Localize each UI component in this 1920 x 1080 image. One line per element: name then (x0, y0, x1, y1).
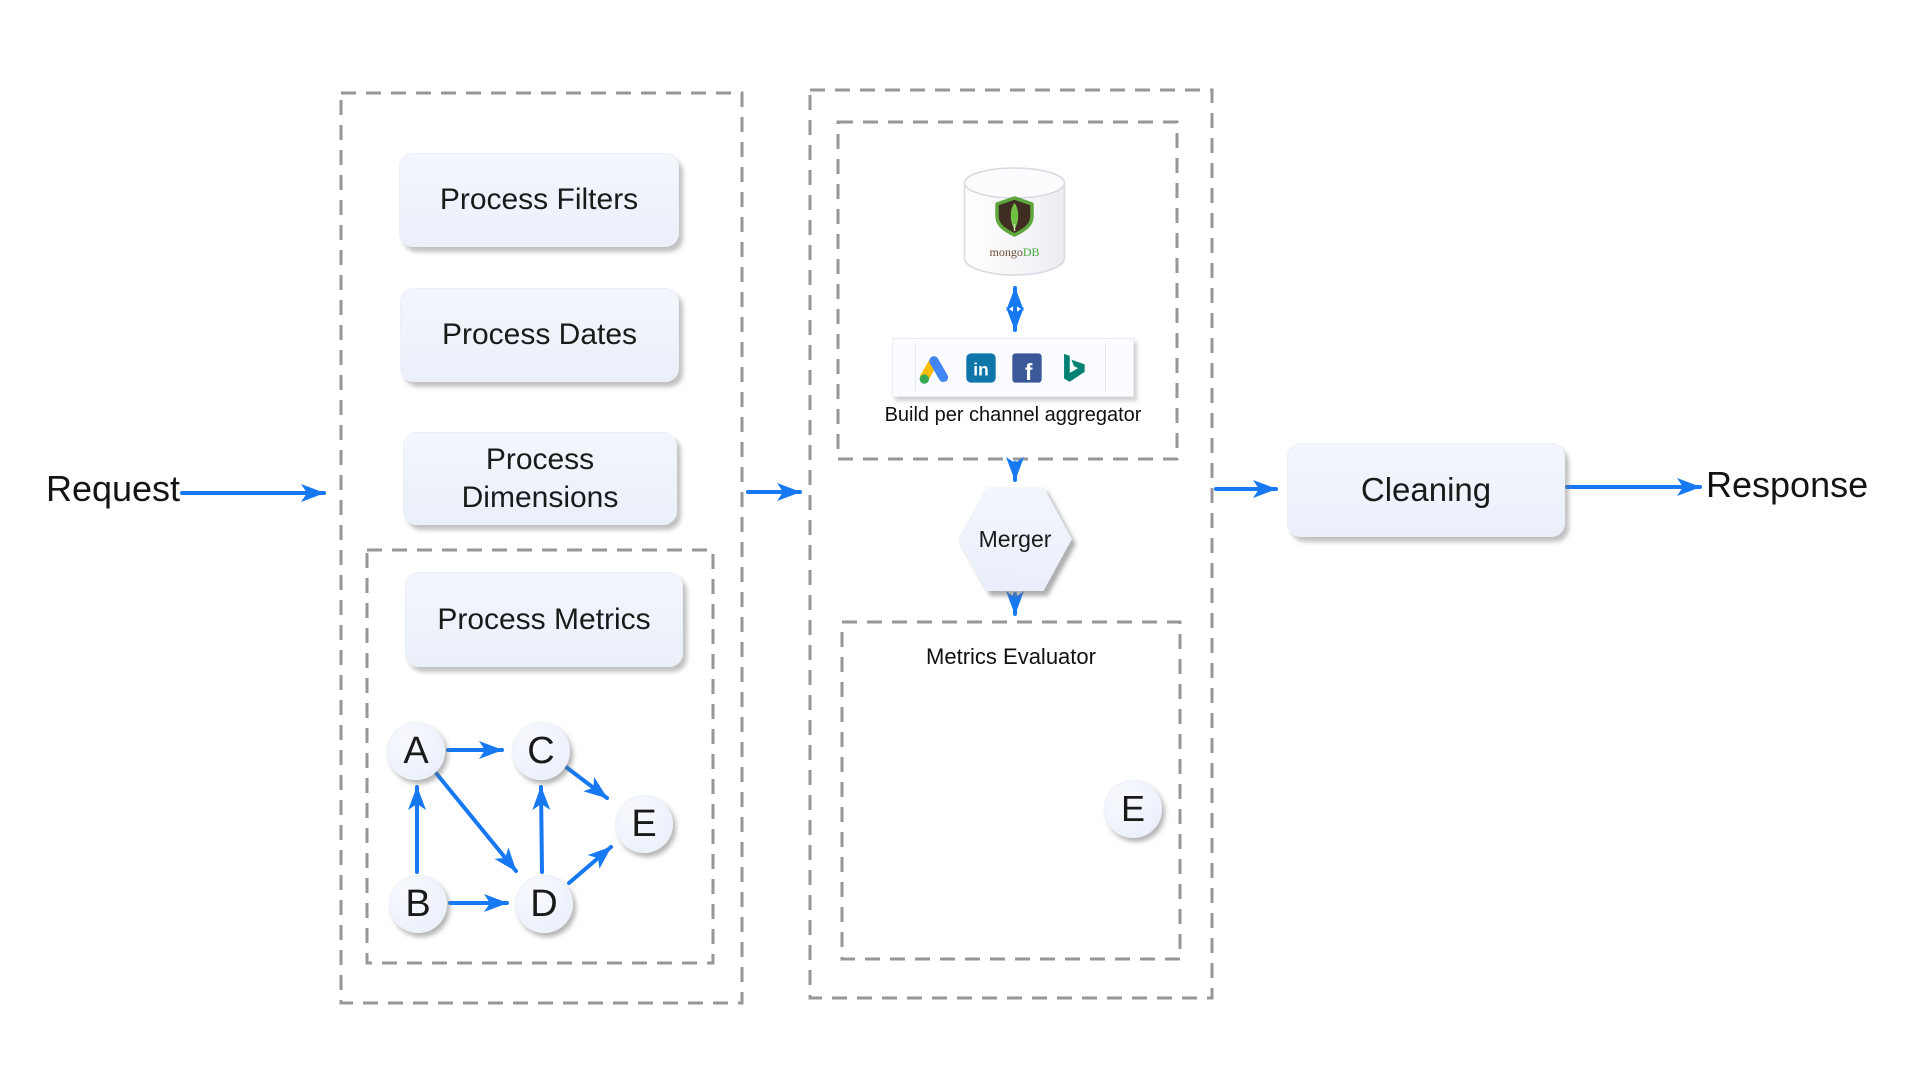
graph-node-c: C (512, 722, 570, 780)
process-metrics-box: Process Metrics (405, 572, 683, 667)
process-dates-box: Process Dates (400, 288, 679, 382)
graph-node-b: B (389, 875, 447, 933)
graph-node-e-label: E (631, 802, 657, 845)
process-metrics-label: Process Metrics (437, 602, 651, 636)
mongodb-wordmark-mongo: mongo (989, 245, 1022, 259)
stage1-metrics-boundary (365, 548, 715, 965)
evaluator-node-e-label: E (1120, 788, 1145, 829)
linkedin-glyph: in (973, 359, 988, 379)
graph-node-a: A (387, 722, 445, 780)
graph-node-d: D (515, 875, 573, 933)
mongodb-datastore: mongoDB (963, 167, 1066, 276)
metrics-evaluator-title: Metrics Evaluator (926, 644, 1096, 669)
request-label: Request (45, 468, 181, 509)
cleaning-box: Cleaning (1287, 443, 1565, 537)
graph-edge-c-e (564, 765, 609, 800)
cleaning-label: Cleaning (1360, 471, 1492, 509)
merger-hexagon: Merger (958, 487, 1072, 591)
mongodb-wordmark: mongoDB (989, 245, 1039, 259)
mongodb-leaf-icon (1010, 203, 1019, 229)
bing-icon (1064, 353, 1085, 382)
graph-node-c-label: C (527, 729, 555, 772)
graph-node-e: E (615, 795, 673, 853)
cylinder-top (963, 167, 1066, 199)
response-label: Response (1706, 464, 1869, 505)
process-filters-box: Process Filters (399, 153, 679, 247)
stage1-boundary (339, 91, 744, 1005)
bar-divider-right (1105, 343, 1106, 392)
stage2-aggregator-boundary (836, 120, 1179, 461)
graph-node-b-label: B (405, 882, 431, 925)
google-ads-icon (919, 355, 949, 384)
graph-edge-a-d (434, 771, 518, 873)
merger-label: Merger (978, 525, 1052, 552)
facebook-icon: f (1012, 352, 1042, 384)
stage2-evaluator-boundary (840, 620, 1182, 961)
bar-divider-left (915, 343, 916, 392)
graph-node-a-label: A (403, 729, 429, 772)
evaluator-node-e: E (1104, 780, 1162, 838)
channel-bar: in f (892, 338, 1134, 397)
process-dimensions-box: Process Dimensions (403, 432, 677, 525)
graph-edge-d-e (567, 845, 613, 885)
process-filters-label: Process Filters (439, 183, 639, 217)
graph-node-d-label: D (530, 882, 558, 925)
facebook-glyph: f (1025, 359, 1033, 384)
linkedin-icon: in (966, 352, 996, 383)
graph-edge-d-c (532, 785, 551, 874)
process-dimensions-label: Process Dimensions (461, 443, 619, 514)
process-dates-label: Process Dates (441, 318, 638, 352)
aggregator-caption: Build per channel aggregator (884, 404, 1142, 426)
stage2-boundary (808, 88, 1214, 1000)
mongodb-wordmark-db: DB (1023, 245, 1040, 259)
